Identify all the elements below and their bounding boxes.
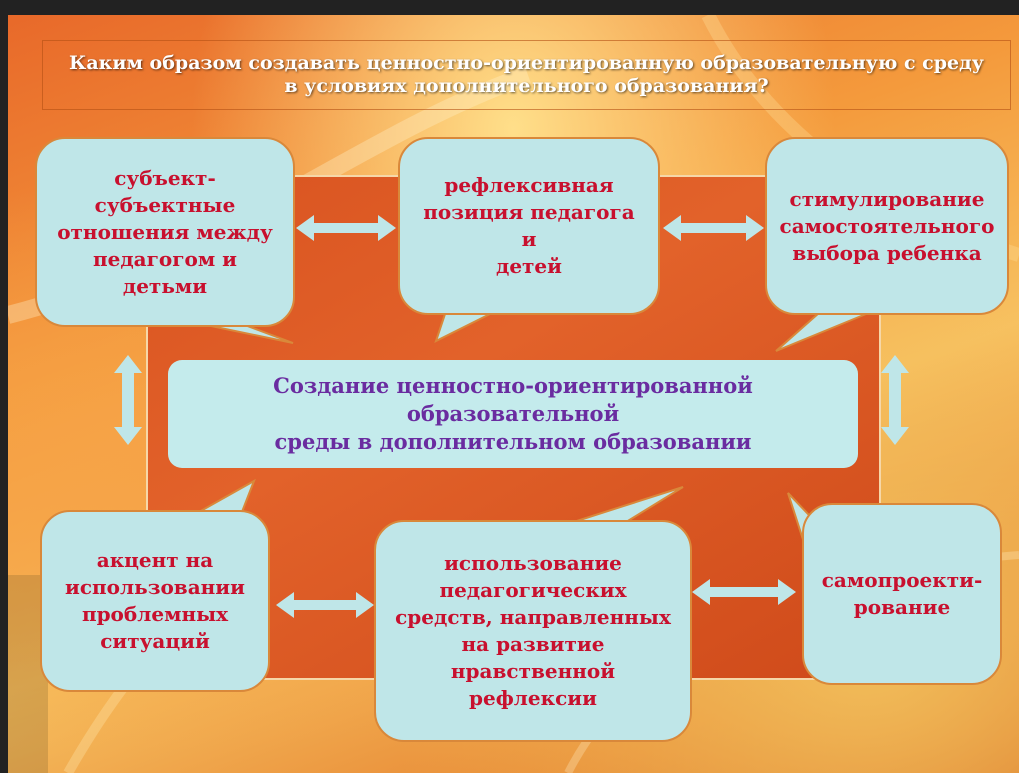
bubble-pedagogical-means: использование педагогических средств, на… — [374, 520, 692, 742]
bubble-stimulating-choice: стимулирование самостоятельного выбора р… — [765, 137, 1009, 315]
title-box: Каким образом создавать ценностно-ориент… — [42, 40, 1011, 110]
double-arrow-left-vertical — [114, 355, 142, 445]
bubble-reflexive-position: рефлексивная позиция педагога и детей — [398, 137, 660, 315]
bubble-problem-situations: акцент на использовании проблемных ситуа… — [40, 510, 270, 692]
bubble-subject-relations: субъект- субъектные отношения между педа… — [35, 137, 295, 327]
central-concept-box: Создание ценностно-ориентированной образ… — [168, 360, 858, 468]
slide: Каким образом создавать ценностно-ориент… — [8, 15, 1019, 773]
bubble-self-design: самопроекти- рование — [802, 503, 1002, 685]
double-arrow-right-vertical — [881, 355, 909, 445]
central-concept-text: Создание ценностно-ориентированной образ… — [273, 373, 753, 454]
slide-title: Каким образом создавать ценностно-ориент… — [69, 52, 984, 97]
